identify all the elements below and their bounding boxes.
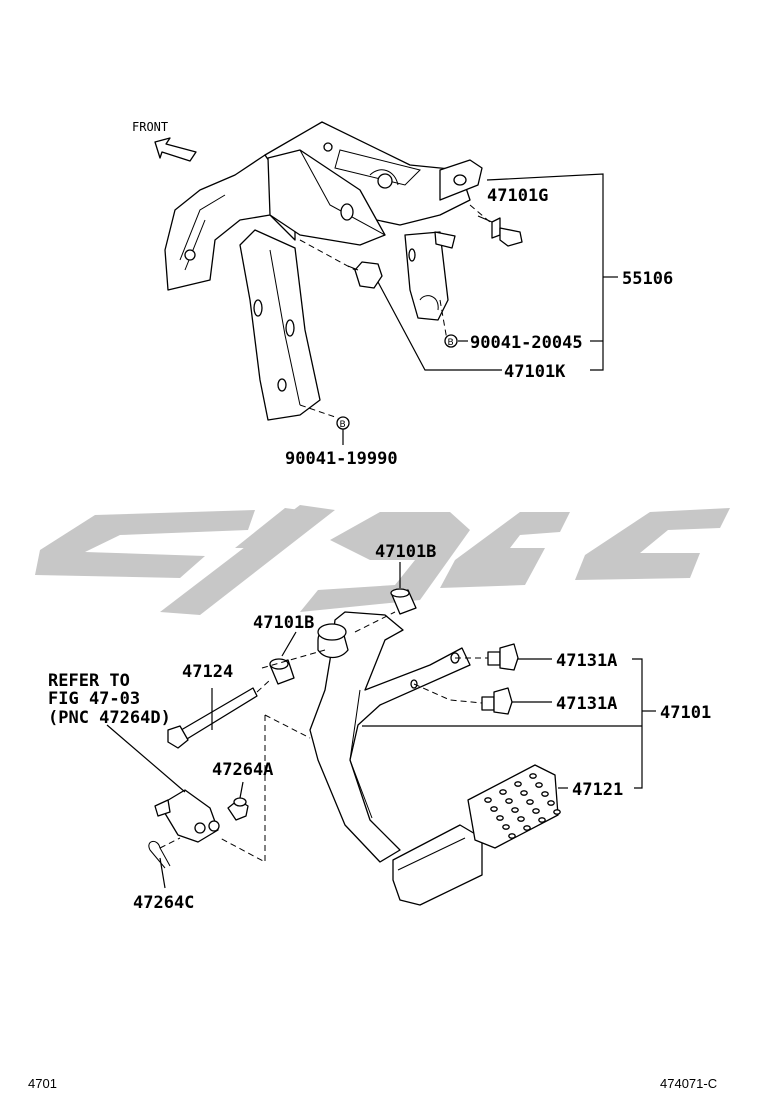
bushing-47101b-top — [390, 588, 417, 615]
cushion-47131a-lower — [481, 687, 513, 715]
watermark-logo — [35, 505, 730, 615]
footer-right-code: 474071-C — [660, 1076, 717, 1091]
label-bushing-47101b-mid: 47101B — [253, 613, 314, 633]
pin-47124 — [167, 687, 258, 749]
label-pedal-47101: 47101 — [660, 703, 711, 723]
front-indicator: FRONT — [132, 120, 197, 162]
front-label: FRONT — [132, 120, 168, 134]
pad-dot — [547, 800, 555, 806]
label-pedal-pad-47121: 47121 — [572, 780, 623, 800]
pad-dot — [541, 791, 549, 797]
label-bolt-90041-19990: 90041-19990 — [285, 449, 398, 469]
brake-pedal-arm — [309, 611, 483, 906]
label-clevis-pin-47264a: 47264A — [212, 760, 273, 780]
front-arrow-icon — [154, 137, 197, 162]
pad-dot — [514, 781, 522, 787]
clevis-pin-47264a — [227, 797, 249, 821]
label-cushion-47131a-lower: 47131A — [556, 694, 617, 714]
pad-dot — [520, 790, 528, 796]
pad-dot — [508, 833, 516, 839]
refer-note: REFER TO FIG 47-03 (PNC 47264D) — [48, 671, 171, 728]
pad-dot — [535, 782, 543, 788]
pad-dot — [496, 815, 504, 821]
label-pin-47124: 47124 — [182, 662, 233, 682]
label-bolt-90041-20045: 90041-20045 — [470, 333, 583, 353]
pad-dot — [505, 798, 513, 804]
svg-text:B: B — [448, 338, 454, 348]
pedal-pad-47121 — [467, 764, 561, 849]
cushion-47131a-upper — [487, 643, 519, 671]
svg-text:B: B — [340, 420, 346, 430]
pad-dot — [517, 816, 525, 822]
pad-dot — [502, 824, 510, 830]
label-clip-47264c: 47264C — [133, 893, 194, 913]
bolt-b-marker-bottom: B — [336, 416, 350, 430]
label-bushing-47101b-top: 47101B — [375, 542, 436, 562]
refer-line-2: FIG 47-03 — [48, 689, 140, 709]
pad-dot — [499, 789, 507, 795]
bolt-47101g — [477, 215, 523, 247]
clevis-assembly — [154, 789, 220, 843]
pad-dot — [526, 799, 534, 805]
clip-47264c — [148, 841, 171, 869]
pad-dot — [538, 817, 546, 823]
label-bracket-55106: 55106 — [622, 269, 673, 289]
bolt-b-marker-right: B — [444, 334, 458, 348]
pad-dot — [523, 825, 531, 831]
stop-cushion-47101k — [347, 261, 383, 289]
refer-line-1: REFER TO — [48, 671, 130, 691]
label-cushion-47131a-upper: 47131A — [556, 651, 617, 671]
footer-left-code: 4701 — [28, 1076, 57, 1091]
label-bolt-47101g: 47101G — [487, 186, 548, 206]
label-cushion-47101k: 47101K — [504, 362, 566, 382]
pad-dot — [529, 773, 537, 779]
pad-dot — [553, 809, 561, 815]
pad-dot — [490, 806, 498, 812]
pedal-bracket — [164, 121, 483, 421]
refer-line-3: (PNC 47264D) — [48, 708, 171, 728]
pad-dot — [532, 808, 540, 814]
pad-dot — [511, 807, 519, 813]
pad-dot — [484, 797, 492, 803]
